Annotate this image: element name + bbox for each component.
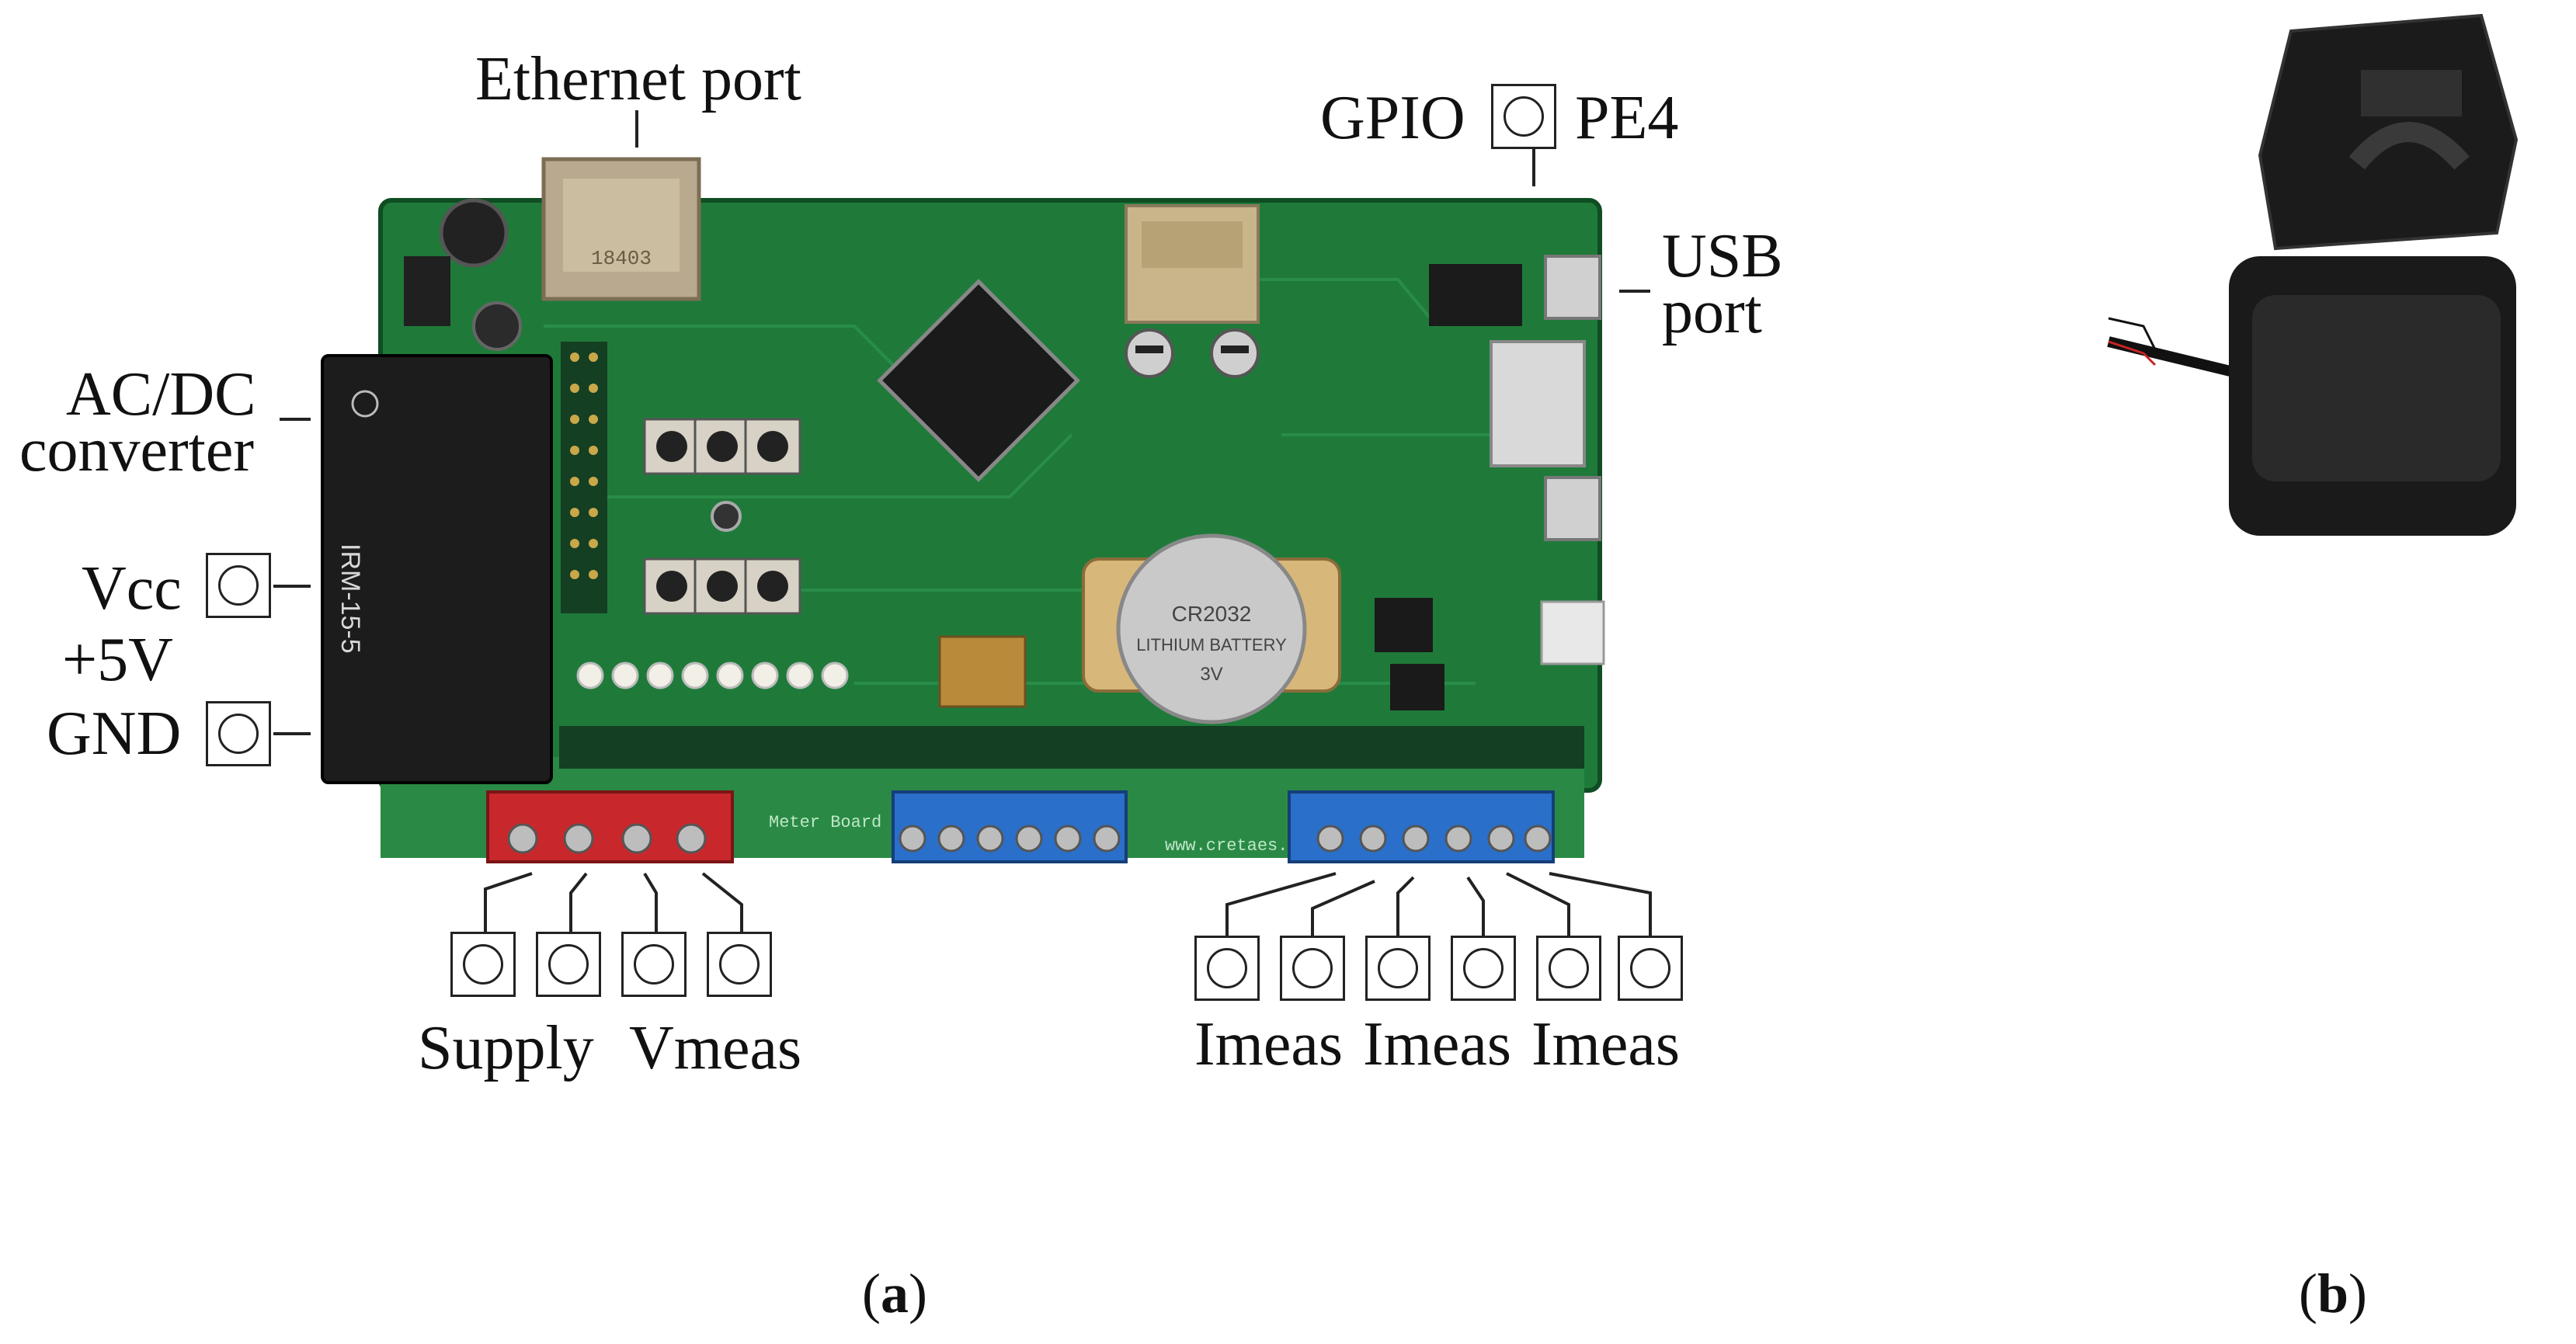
- vcc-label: Vcc: [82, 554, 182, 623]
- coin-battery: CR2032 LITHIUM BATTERY 3V: [1082, 533, 1341, 724]
- imeas-terminal-3-icon: [1365, 936, 1431, 1001]
- imeas-terminal-6-icon: [1618, 936, 1683, 1001]
- usb-label: USB: [1662, 222, 1783, 290]
- dip-switch: [938, 635, 1027, 708]
- fan-header: [1540, 600, 1605, 665]
- ethernet-port-label: Ethernet port: [475, 45, 801, 113]
- battery-line2-text: LITHIUM BATTERY: [1136, 635, 1287, 655]
- panel-b-letter: b: [2317, 1262, 2349, 1325]
- acdc-converter-module: IRM-15-5: [321, 354, 553, 784]
- usb-bridge-chip: [1429, 264, 1522, 326]
- usb-connectors: [1544, 255, 1601, 541]
- battery-line3-text: 3V: [1200, 664, 1222, 685]
- terminal-block-blue-middle: [892, 790, 1128, 863]
- pin-header-bottom: [559, 726, 1584, 769]
- panel-b-caption: (b): [2299, 1262, 2368, 1325]
- energy-meter-ic: [1375, 598, 1444, 710]
- supply-terminal-2-icon: [536, 932, 601, 997]
- plus5v-label: +5V: [62, 626, 173, 694]
- silk-url: www.cretaes.: [1165, 836, 1288, 856]
- imeas-label-2: Imeas: [1363, 1010, 1512, 1078]
- acdc-label-line1: AC/DC: [66, 360, 256, 429]
- panel-a-letter: a: [880, 1262, 909, 1325]
- gnd-terminal-icon: [206, 701, 271, 766]
- imeas-label-3: Imeas: [1531, 1010, 1681, 1078]
- ethernet-jack-text: 18403: [591, 247, 652, 270]
- supply-terminal-1-icon: [450, 932, 516, 997]
- small-capacitors: [1125, 328, 1260, 378]
- imeas-terminal-2-icon: [1280, 936, 1345, 1001]
- current-sensor: [2107, 13, 2519, 536]
- gpio-label: GPIO: [1320, 84, 1465, 152]
- vmeas-label: Vmeas: [629, 1014, 802, 1082]
- ethernet-jack: 18403: [541, 157, 701, 301]
- leader-lines: [273, 110, 1652, 936]
- imeas-terminal-1-icon: [1194, 936, 1260, 1001]
- panel-a-caption: (a): [862, 1262, 927, 1325]
- push-buttons: [643, 418, 801, 615]
- terminal-block-blue-right: [1288, 790, 1555, 863]
- psu-model-text: IRM-15-5: [335, 544, 365, 654]
- sd-card-slot: [1490, 340, 1586, 467]
- pe4-label: PE4: [1575, 84, 1679, 152]
- pin-header-left: [561, 342, 607, 613]
- supply-label: Supply: [418, 1014, 594, 1082]
- usb-port-label: port: [1662, 278, 1762, 346]
- vmeas-terminal-1-icon: [621, 932, 687, 997]
- vmeas-terminal-2-icon: [707, 932, 772, 997]
- led-row: [576, 662, 849, 689]
- imeas-terminal-4-icon: [1451, 936, 1516, 1001]
- capacitors: [404, 198, 522, 351]
- terminal-block-red: [486, 790, 734, 863]
- gnd-label: GND: [47, 700, 182, 768]
- vcc-terminal-icon: [206, 553, 271, 618]
- wifi-module: [1125, 204, 1260, 324]
- battery-line1-text: CR2032: [1172, 602, 1252, 626]
- imeas-label-1: Imeas: [1194, 1010, 1344, 1078]
- gpio-terminal-icon: [1491, 84, 1556, 149]
- microcontroller-chip: [877, 279, 1080, 482]
- imeas-terminal-5-icon: [1536, 936, 1601, 1001]
- acdc-label-line2: converter: [19, 416, 255, 484]
